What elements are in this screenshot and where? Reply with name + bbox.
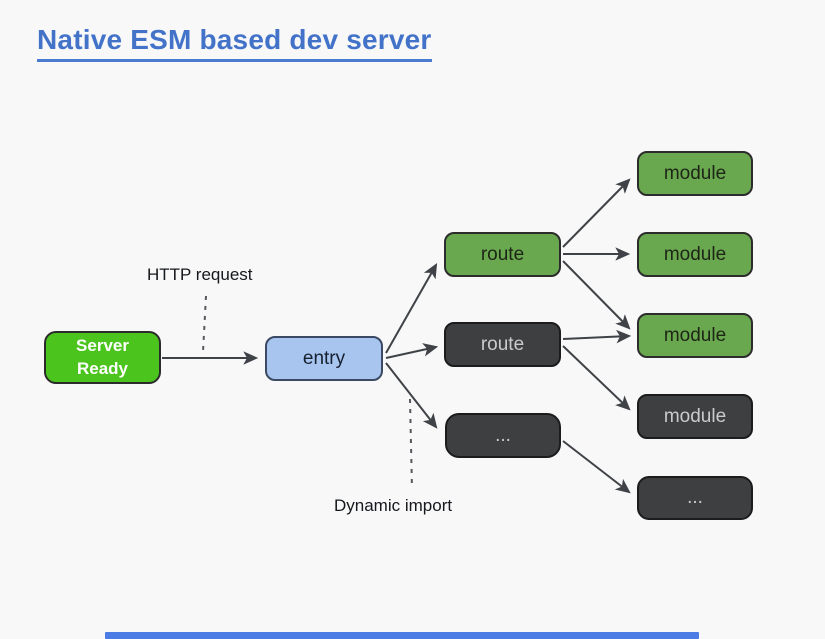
label-http-request: HTTP request [147, 265, 253, 284]
node-module-1: module [637, 151, 753, 196]
node-ellipsis-right: ... [637, 476, 753, 520]
page-title: Native ESM based dev server [37, 24, 432, 62]
node-server-ready: Server Ready [44, 331, 161, 384]
node-entry: entry [265, 336, 383, 381]
node-ellipsis-mid: ... [445, 413, 561, 458]
node-module-3: module [637, 313, 753, 358]
label-dynamic-import: Dynamic import [334, 496, 453, 515]
node-module-2: module [637, 232, 753, 277]
node-module-4: module [637, 394, 753, 439]
progress-bar[interactable] [105, 632, 699, 639]
node-route-dark: route [444, 322, 561, 367]
node-route-green: route [444, 232, 561, 277]
